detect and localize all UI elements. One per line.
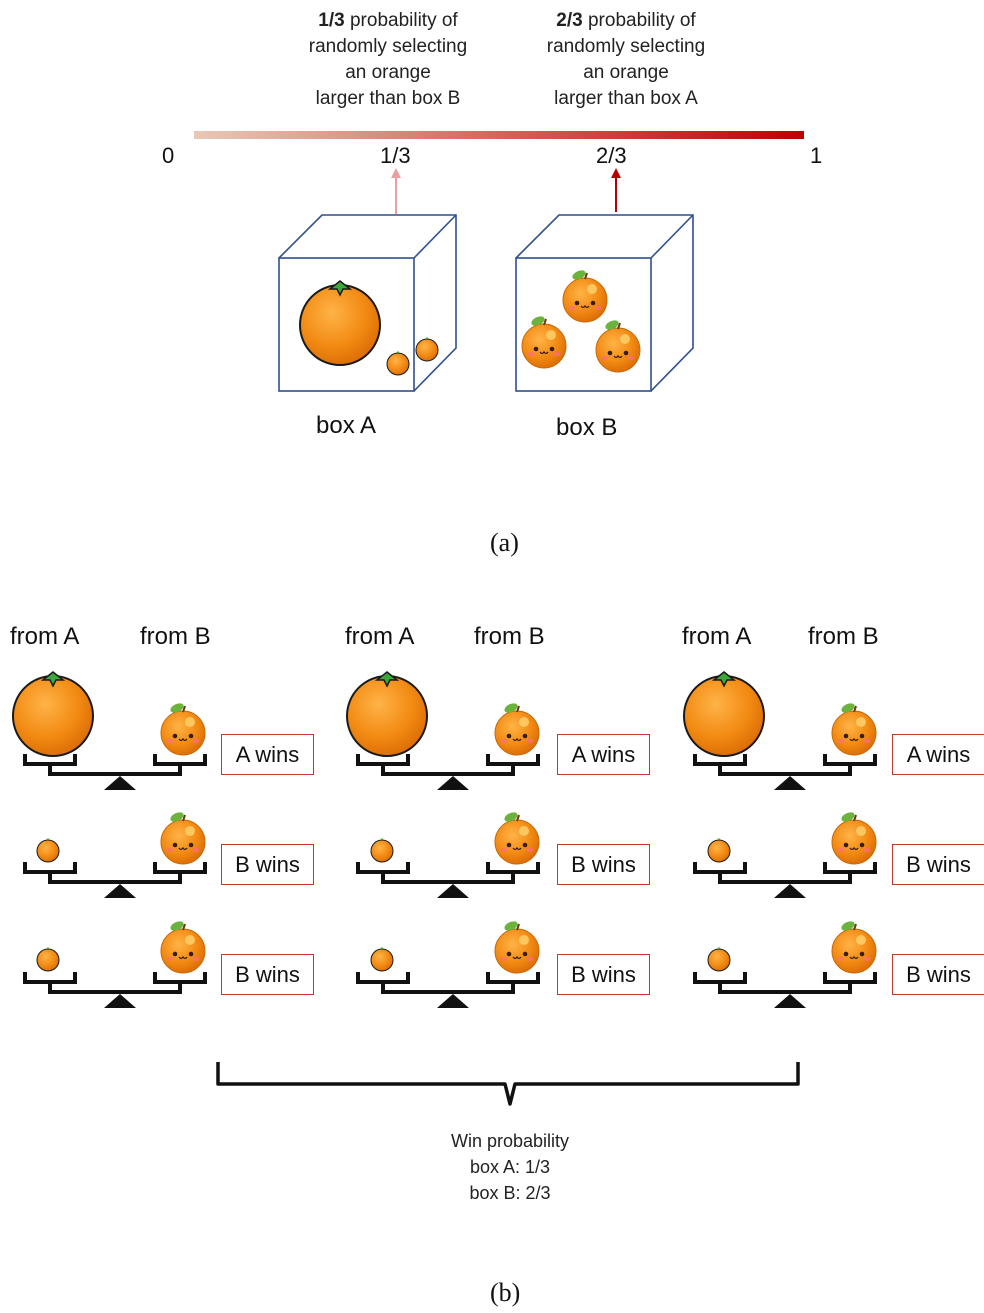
c1-r3-orange-b — [160, 918, 206, 974]
balance-c3-r1 — [693, 752, 877, 792]
c2-r2-orange-b — [494, 809, 540, 865]
caption-box-a-line3: an orange — [345, 62, 431, 83]
scale-label-2-3: 2/3 — [596, 143, 627, 168]
arrowhead-box-a — [391, 168, 401, 178]
c3-r3-orange-b — [831, 918, 877, 974]
result-c2-r1: A wins — [557, 734, 650, 775]
result-c3-r3: B wins — [892, 954, 984, 995]
balance-c3-r3 — [693, 970, 877, 1010]
result-c2-r3: B wins — [557, 954, 650, 995]
box-b-orange-3 — [595, 317, 641, 373]
caption-box-a-line4: larger than box B — [315, 88, 461, 109]
result-c1-r1: A wins — [221, 734, 314, 775]
balance-c3-r2 — [693, 860, 877, 900]
box-b-label: box B — [556, 414, 618, 441]
col3-from-b: from B — [808, 623, 879, 650]
win-probability-summary: Win probability box A: 1/3 box B: 2/3 — [390, 1128, 630, 1206]
c1-r3-orange-a — [36, 946, 60, 972]
c1-r2-orange-a — [36, 837, 60, 863]
c2-r2-orange-a — [370, 837, 394, 863]
summary-box-a: box A: 1/3 — [469, 1157, 551, 1177]
caption-box-a-line1: probability of — [344, 10, 458, 31]
col3-from-a: from A — [682, 623, 752, 650]
result-c2-r2: B wins — [557, 844, 650, 885]
probability-scale-bar — [194, 131, 804, 139]
box-a-small-orange-1 — [386, 350, 410, 376]
c2-r3-orange-b — [494, 918, 540, 974]
summary-box-b: box B: 2/3 — [469, 1183, 551, 1203]
caption-box-b-line3: an orange — [583, 62, 669, 83]
box-b-orange-2 — [521, 313, 567, 369]
c3-r3-orange-a — [707, 946, 731, 972]
box-b-cube — [515, 214, 694, 392]
c2-r1-orange-b — [494, 700, 540, 756]
c1-r1-orange-b — [160, 700, 206, 756]
caption-box-b: 2/3 probability of randomly selecting an… — [526, 8, 726, 112]
box-b-orange-1 — [562, 267, 608, 323]
caption-box-b-line1: probability of — [582, 10, 696, 31]
panel-a-sublabel: (a) — [490, 528, 519, 557]
c1-r1-orange-a — [12, 671, 94, 757]
col1-from-a: from A — [10, 623, 80, 650]
summary-title: Win probability — [450, 1131, 570, 1151]
result-c3-r1: A wins — [892, 734, 984, 775]
balance-c1-r3 — [23, 970, 207, 1010]
panel-b-sublabel: (b) — [490, 1278, 521, 1307]
caption-box-b-line4: larger than box A — [554, 88, 698, 109]
scale-label-0: 0 — [162, 143, 175, 168]
result-c1-r3: B wins — [221, 954, 314, 995]
balance-c1-r2 — [23, 860, 207, 900]
c2-r3-orange-a — [370, 946, 394, 972]
grouping-brace — [216, 1062, 800, 1106]
caption-box-b-fraction: 2/3 — [556, 10, 583, 31]
c3-r2-orange-a — [707, 837, 731, 863]
c1-r2-orange-b — [160, 809, 206, 865]
scale-label-1: 1 — [810, 143, 823, 168]
result-c1-r2: B wins — [221, 844, 314, 885]
balance-c1-r1 — [23, 752, 207, 792]
result-c3-r2: B wins — [892, 844, 984, 885]
c3-r1-orange-a — [683, 671, 765, 757]
balance-c2-r1 — [356, 752, 540, 792]
box-a-small-orange-2 — [415, 336, 439, 362]
balance-c2-r2 — [356, 860, 540, 900]
balance-c2-r3 — [356, 970, 540, 1010]
caption-box-a: 1/3 probability of randomly selecting an… — [288, 8, 488, 112]
caption-box-b-line2: randomly selecting — [546, 36, 706, 57]
c2-r1-orange-a — [346, 671, 428, 757]
arrowhead-box-b — [611, 168, 621, 178]
caption-box-a-fraction: 1/3 — [318, 10, 345, 31]
scale-label-1-3: 1/3 — [380, 143, 411, 168]
col1-from-b: from B — [140, 623, 211, 650]
col2-from-b: from B — [474, 623, 545, 650]
col2-from-a: from A — [345, 623, 415, 650]
caption-box-a-line2: randomly selecting — [308, 36, 468, 57]
box-a-large-orange — [299, 280, 381, 366]
c3-r1-orange-b — [831, 700, 877, 756]
c3-r2-orange-b — [831, 809, 877, 865]
box-a-label: box A — [316, 412, 377, 439]
box-a-cube — [278, 214, 457, 392]
